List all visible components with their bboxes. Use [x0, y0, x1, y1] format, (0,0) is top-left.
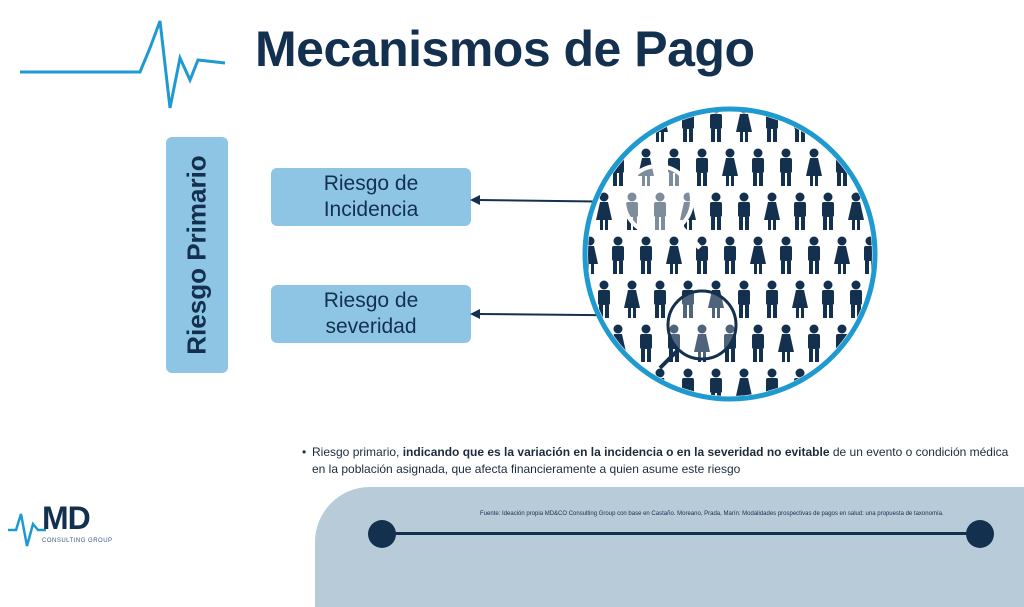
vertical-label-box: [166, 137, 228, 373]
slide-title: Mecanismos de Pago: [255, 21, 755, 77]
logo-text: MD: [42, 500, 91, 536]
bullet-suffix: de un evento o condición médica en la po…: [312, 445, 1009, 476]
bullet-dot-icon: •: [302, 445, 307, 459]
severity-risk-label: Riesgo de severidad: [323, 289, 419, 338]
bullet-bold: indicando que es la variación en la inci…: [402, 445, 830, 459]
magnifier-icon: [622, 164, 738, 370]
incidence-risk-label: Riesgo de Incidencia: [323, 172, 419, 221]
bullet-prefix: Riesgo primario,: [312, 445, 403, 459]
vertical-label: Riesgo Primario: [181, 155, 212, 355]
footer-dot-left: [368, 520, 396, 548]
footer-band: [315, 487, 1024, 607]
people-crowd-icon: [582, 106, 878, 402]
source-note: Fuente: Ideación propia MD&CO Consulting…: [480, 511, 944, 517]
severity-risk-box: Riesgo de severidad: [271, 285, 471, 343]
footer-line: [382, 532, 982, 535]
bullet-text: • Riesgo primario, indicando que es la v…: [302, 444, 1012, 478]
heartbeat-line-icon: [20, 20, 226, 109]
logo-pulse-icon: [8, 513, 46, 547]
incidence-risk-box: Riesgo de Incidencia: [271, 168, 471, 226]
logo-subtext: CONSULTING GROUP: [42, 538, 113, 544]
footer-dot-right: [966, 520, 994, 548]
